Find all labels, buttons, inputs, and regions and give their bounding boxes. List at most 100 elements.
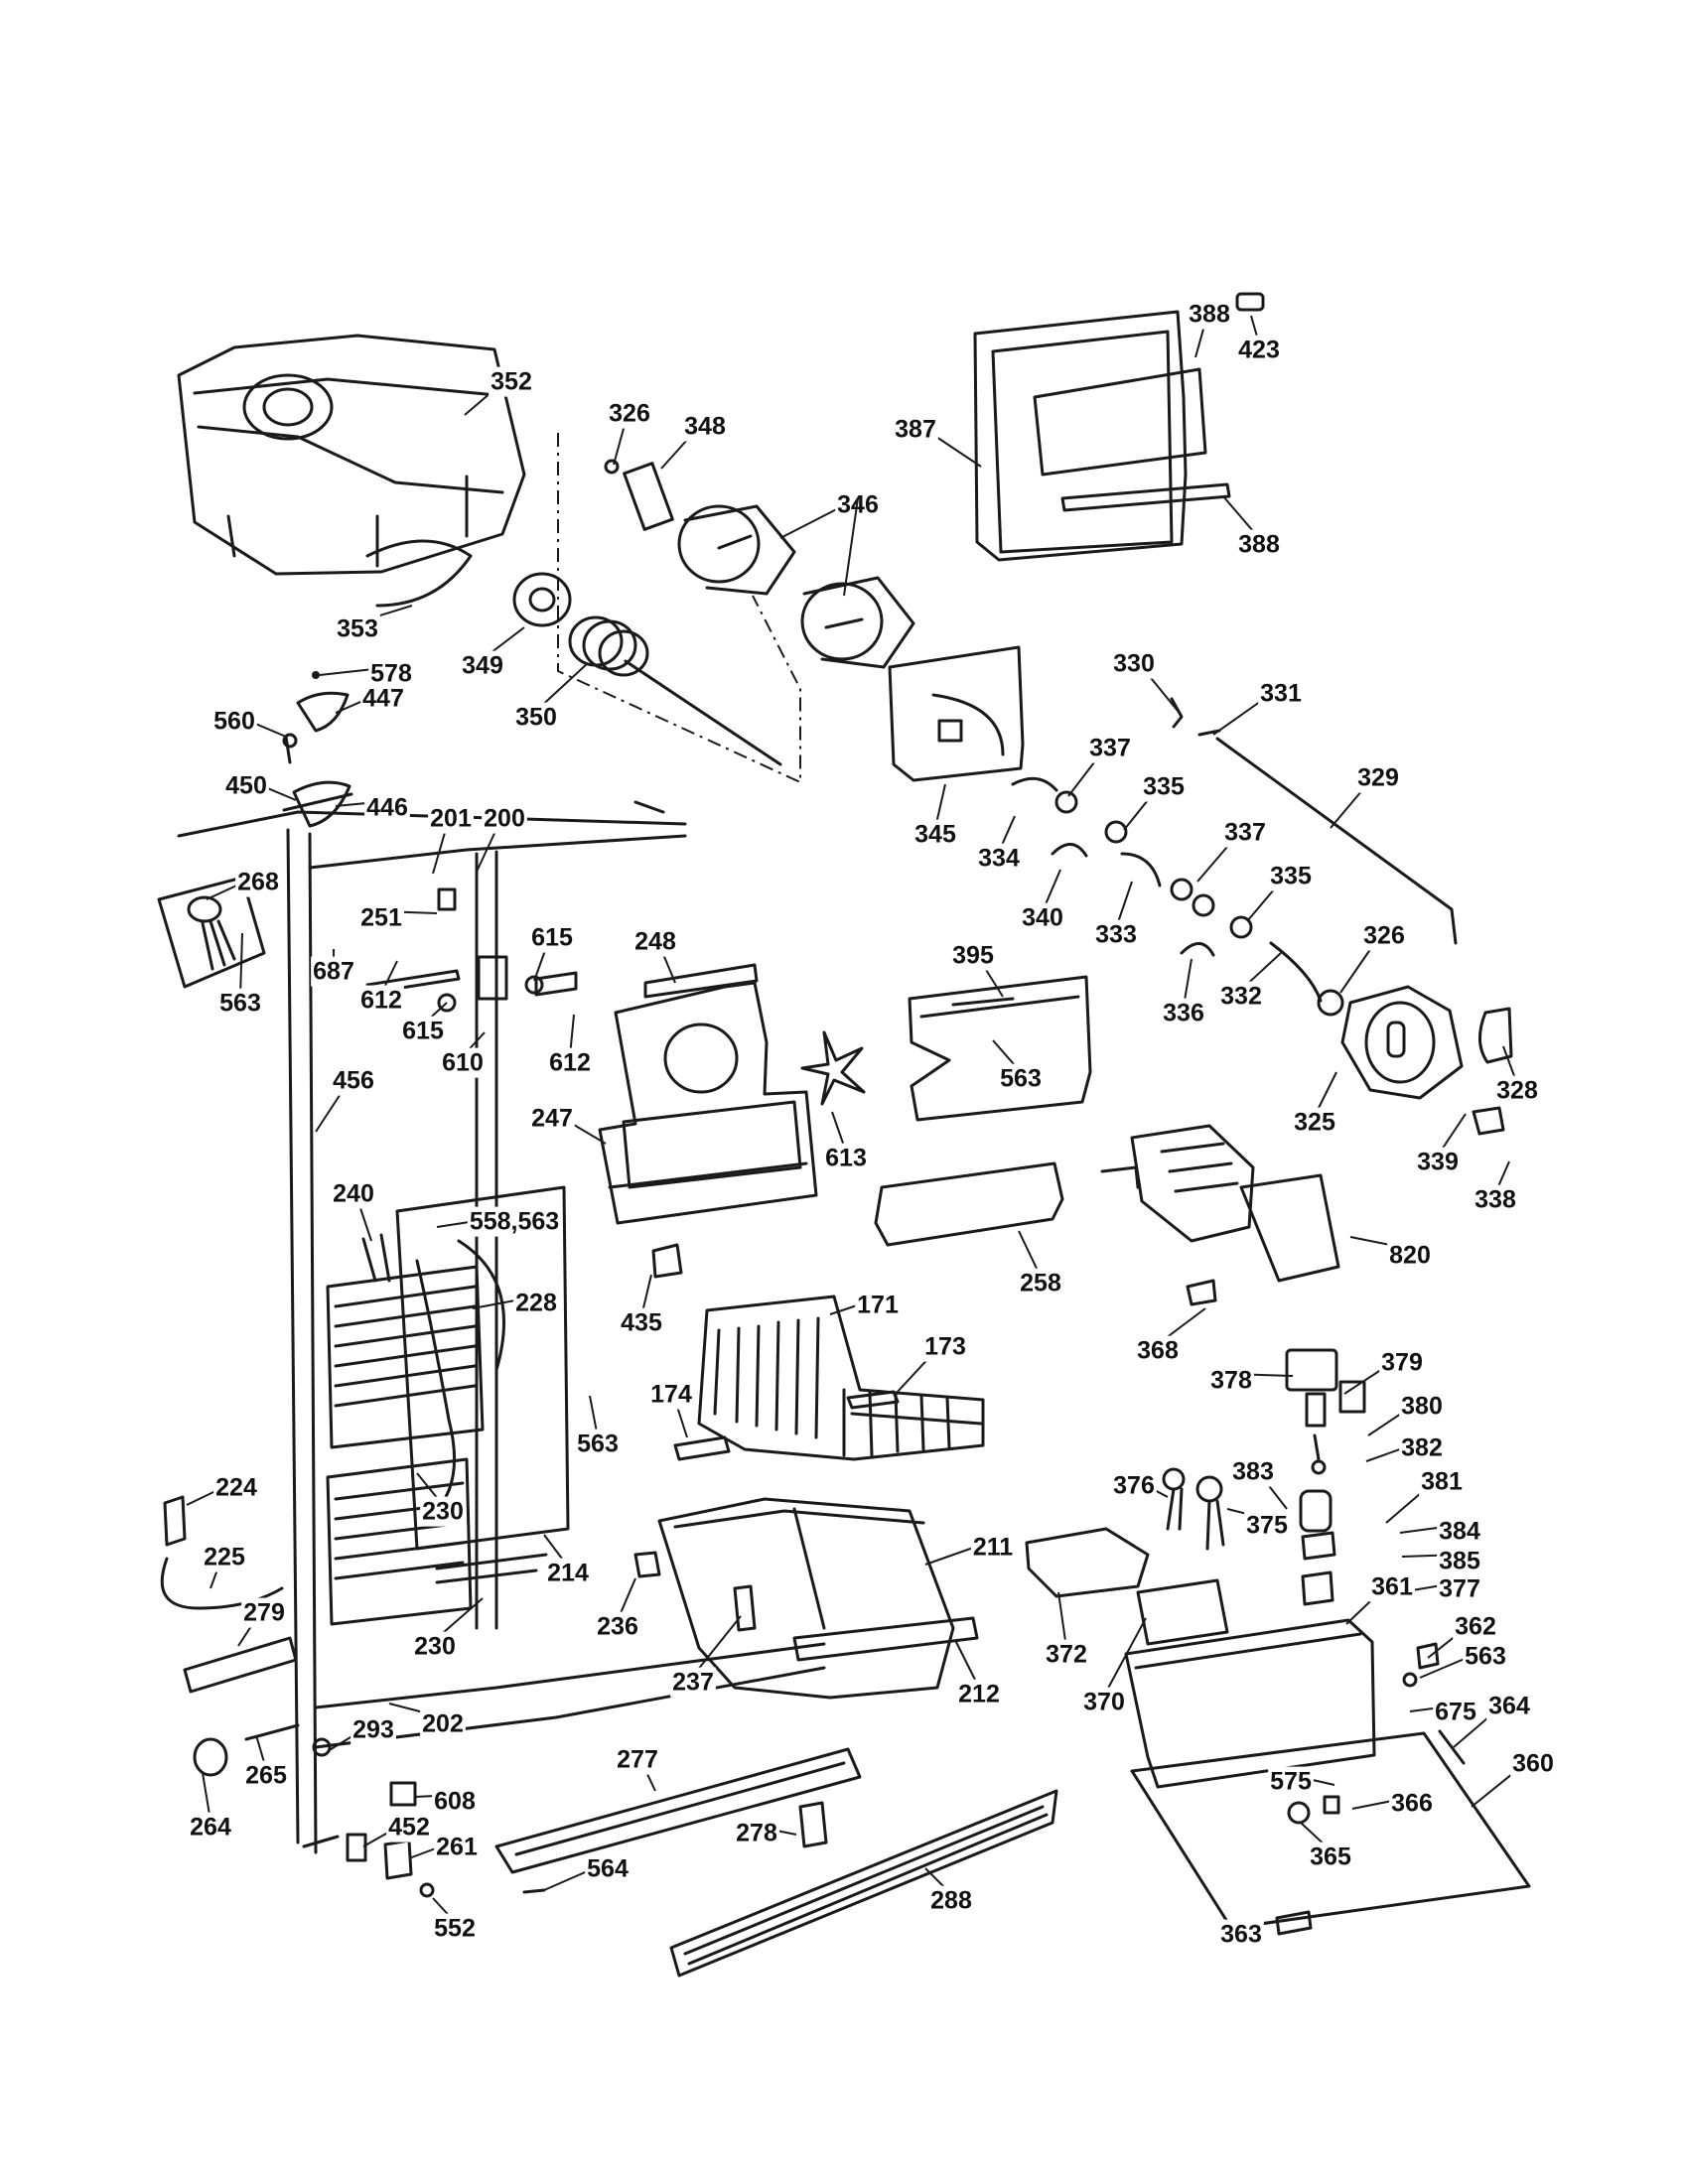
- motor-325: [1340, 985, 1513, 1136]
- label-bg-c387: [893, 414, 938, 445]
- label-bg-c610: [440, 1047, 486, 1078]
- part-label-c375: 375: [1246, 1512, 1288, 1540]
- part-label-c240: 240: [333, 1180, 374, 1208]
- rod-329: [1170, 697, 1458, 945]
- label-bg-c236: [595, 1611, 640, 1642]
- label-bg-c333: [1093, 919, 1139, 950]
- label-bg-c200: [482, 803, 527, 834]
- label-bg-c383: [1230, 1456, 1276, 1487]
- label-bg-c612b: [547, 1047, 593, 1078]
- label-bg-c364: [1486, 1691, 1532, 1721]
- part-label-c361: 361: [1371, 1573, 1413, 1601]
- label-bg-c331: [1258, 678, 1304, 709]
- part-label-c613: 613: [825, 1145, 867, 1172]
- label-bg-c326b: [1361, 920, 1407, 951]
- part-label-c388a: 388: [1189, 301, 1230, 329]
- leader-c370: [1103, 1617, 1147, 1697]
- crisper-bin-211: [633, 1497, 979, 1700]
- label-bg-c332: [1218, 981, 1264, 1012]
- label-bg-c268: [235, 867, 281, 897]
- label-bg-c325: [1292, 1107, 1337, 1138]
- label-bg-c340: [1020, 902, 1065, 933]
- part-label-c376: 376: [1113, 1472, 1155, 1500]
- part-label-c212: 212: [958, 1681, 1000, 1708]
- part-label-c558: 558,563: [470, 1208, 559, 1236]
- label-bg-c675: [1433, 1697, 1478, 1727]
- part-label-c251: 251: [360, 904, 402, 932]
- part-label-c326a: 326: [609, 400, 650, 428]
- part-label-c345: 345: [914, 821, 956, 849]
- label-bg-c214: [545, 1558, 591, 1588]
- label-bg-c224: [213, 1472, 259, 1503]
- part-label-c615b: 615: [402, 1018, 444, 1045]
- part-label-c370: 370: [1083, 1689, 1125, 1716]
- part-label-c387: 387: [895, 416, 936, 444]
- part-label-c368: 368: [1137, 1337, 1179, 1365]
- label-bg-c352: [489, 366, 534, 397]
- label-bg-c349: [460, 650, 505, 681]
- label-bg-c368: [1135, 1335, 1181, 1366]
- label-bg-c225: [202, 1542, 247, 1572]
- label-bg-c377: [1437, 1573, 1482, 1604]
- part-label-c350: 350: [515, 704, 557, 732]
- label-bg-c612a: [358, 985, 404, 1016]
- base-rails: [494, 1747, 1058, 1978]
- part-label-c383: 383: [1232, 1458, 1274, 1486]
- part-label-c173: 173: [924, 1333, 966, 1361]
- label-bg-c382: [1399, 1433, 1445, 1463]
- label-bg-c353: [335, 614, 380, 644]
- label-bg-c326a: [607, 398, 652, 429]
- label-bg-c360: [1510, 1748, 1556, 1779]
- part-label-c381: 381: [1421, 1468, 1463, 1496]
- part-label-c337a: 337: [1089, 735, 1131, 762]
- part-label-c563c: 563: [577, 1431, 619, 1458]
- part-label-c612a: 612: [360, 987, 402, 1015]
- label-bg-c365: [1308, 1842, 1353, 1872]
- part-label-c456: 456: [333, 1067, 374, 1095]
- label-bg-c240: [331, 1178, 376, 1209]
- part-label-c612b: 612: [549, 1049, 591, 1077]
- part-label-c228: 228: [515, 1290, 557, 1317]
- part-label-c337b: 337: [1224, 819, 1266, 847]
- fan-housing-247: [365, 887, 866, 1279]
- label-bg-c202: [420, 1708, 466, 1739]
- part-label-c388b: 388: [1238, 531, 1280, 559]
- part-label-c329: 329: [1357, 764, 1399, 792]
- label-bg-c350: [513, 702, 559, 733]
- label-bg-c251: [358, 902, 404, 933]
- part-label-c365: 365: [1310, 1843, 1351, 1871]
- part-label-c564: 564: [587, 1855, 629, 1883]
- part-label-c366: 366: [1391, 1790, 1433, 1818]
- label-bg-c384: [1437, 1516, 1482, 1547]
- label-bg-c552: [432, 1913, 478, 1944]
- label-bg-c173: [922, 1331, 968, 1362]
- part-label-c447: 447: [362, 685, 404, 713]
- wire-shelf-171: [673, 1295, 985, 1461]
- label-bg-c212: [956, 1679, 1002, 1709]
- part-label-c247: 247: [531, 1105, 573, 1133]
- label-bg-c237: [670, 1667, 716, 1698]
- part-label-c224: 224: [215, 1474, 257, 1502]
- label-bg-c370: [1081, 1687, 1127, 1717]
- part-label-c230b: 230: [414, 1633, 456, 1661]
- label-bg-c211: [970, 1532, 1016, 1563]
- label-bg-c337b: [1222, 817, 1268, 848]
- label-bg-c230a: [420, 1496, 466, 1527]
- part-label-c328: 328: [1496, 1077, 1538, 1105]
- label-bg-c366: [1389, 1788, 1435, 1819]
- label-bg-c575: [1268, 1766, 1314, 1797]
- part-label-c279: 279: [243, 1599, 285, 1627]
- part-label-c200: 200: [484, 805, 525, 833]
- label-bg-c228: [513, 1288, 559, 1318]
- label-bg-c446: [364, 792, 410, 823]
- part-label-c575: 575: [1270, 1768, 1312, 1796]
- label-bg-c329: [1355, 762, 1401, 793]
- part-label-c335b: 335: [1270, 863, 1312, 890]
- part-label-c230a: 230: [422, 1498, 464, 1526]
- part-label-c385: 385: [1439, 1548, 1480, 1575]
- label-bg-c376: [1111, 1470, 1157, 1501]
- label-bg-c687: [311, 956, 356, 987]
- part-label-c353: 353: [337, 615, 378, 643]
- part-label-c171: 171: [857, 1292, 899, 1319]
